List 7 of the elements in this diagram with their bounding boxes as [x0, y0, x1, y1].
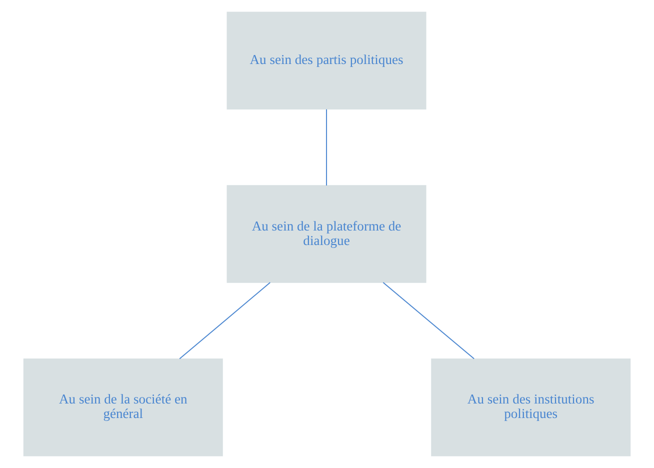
node-box: Au sein de la plateforme de dialogue: [226, 185, 426, 283]
node-box: Au sein des institutions politiques: [431, 358, 631, 456]
node-box: Au sein des partis politiques: [226, 12, 426, 110]
node-box: Au sein de la société en général: [23, 358, 223, 456]
connector: [179, 282, 271, 360]
connector: [382, 282, 475, 360]
connector: [326, 108, 327, 186]
